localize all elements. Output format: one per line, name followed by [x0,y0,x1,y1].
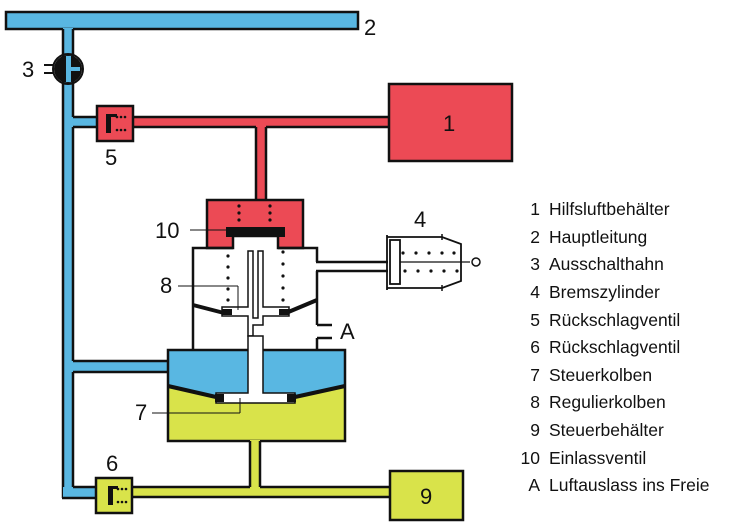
control-piston-7 [215,335,296,404]
label-4: 4 [414,207,426,232]
inlet-valve-10 [226,227,285,237]
label-10: 10 [155,218,179,243]
check-valve-5 [95,104,135,143]
main-line-2 [4,10,360,500]
control-piston-chamber [166,335,347,443]
control-line [132,440,392,499]
label-1: 1 [443,111,455,136]
label-8: 8 [160,273,172,298]
aux-reservoir-line [133,115,393,201]
label-A: A [340,319,355,344]
aux-reservoir-1 [387,82,514,163]
regulating-piston-8 [221,250,290,337]
control-reservoir-9 [388,469,465,522]
label-6: 6 [106,451,118,476]
label-7: 7 [135,400,147,425]
brake-cylinder-4 [386,234,481,291]
regulating-chamber [191,246,388,349]
label-3: 3 [22,57,34,82]
shutoff-cock-3 [44,53,84,85]
check-valve-6 [94,476,134,515]
label-2: 2 [364,15,376,40]
label-9: 9 [420,484,432,509]
label-5: 5 [105,145,117,170]
inlet-valve-housing [205,198,305,250]
